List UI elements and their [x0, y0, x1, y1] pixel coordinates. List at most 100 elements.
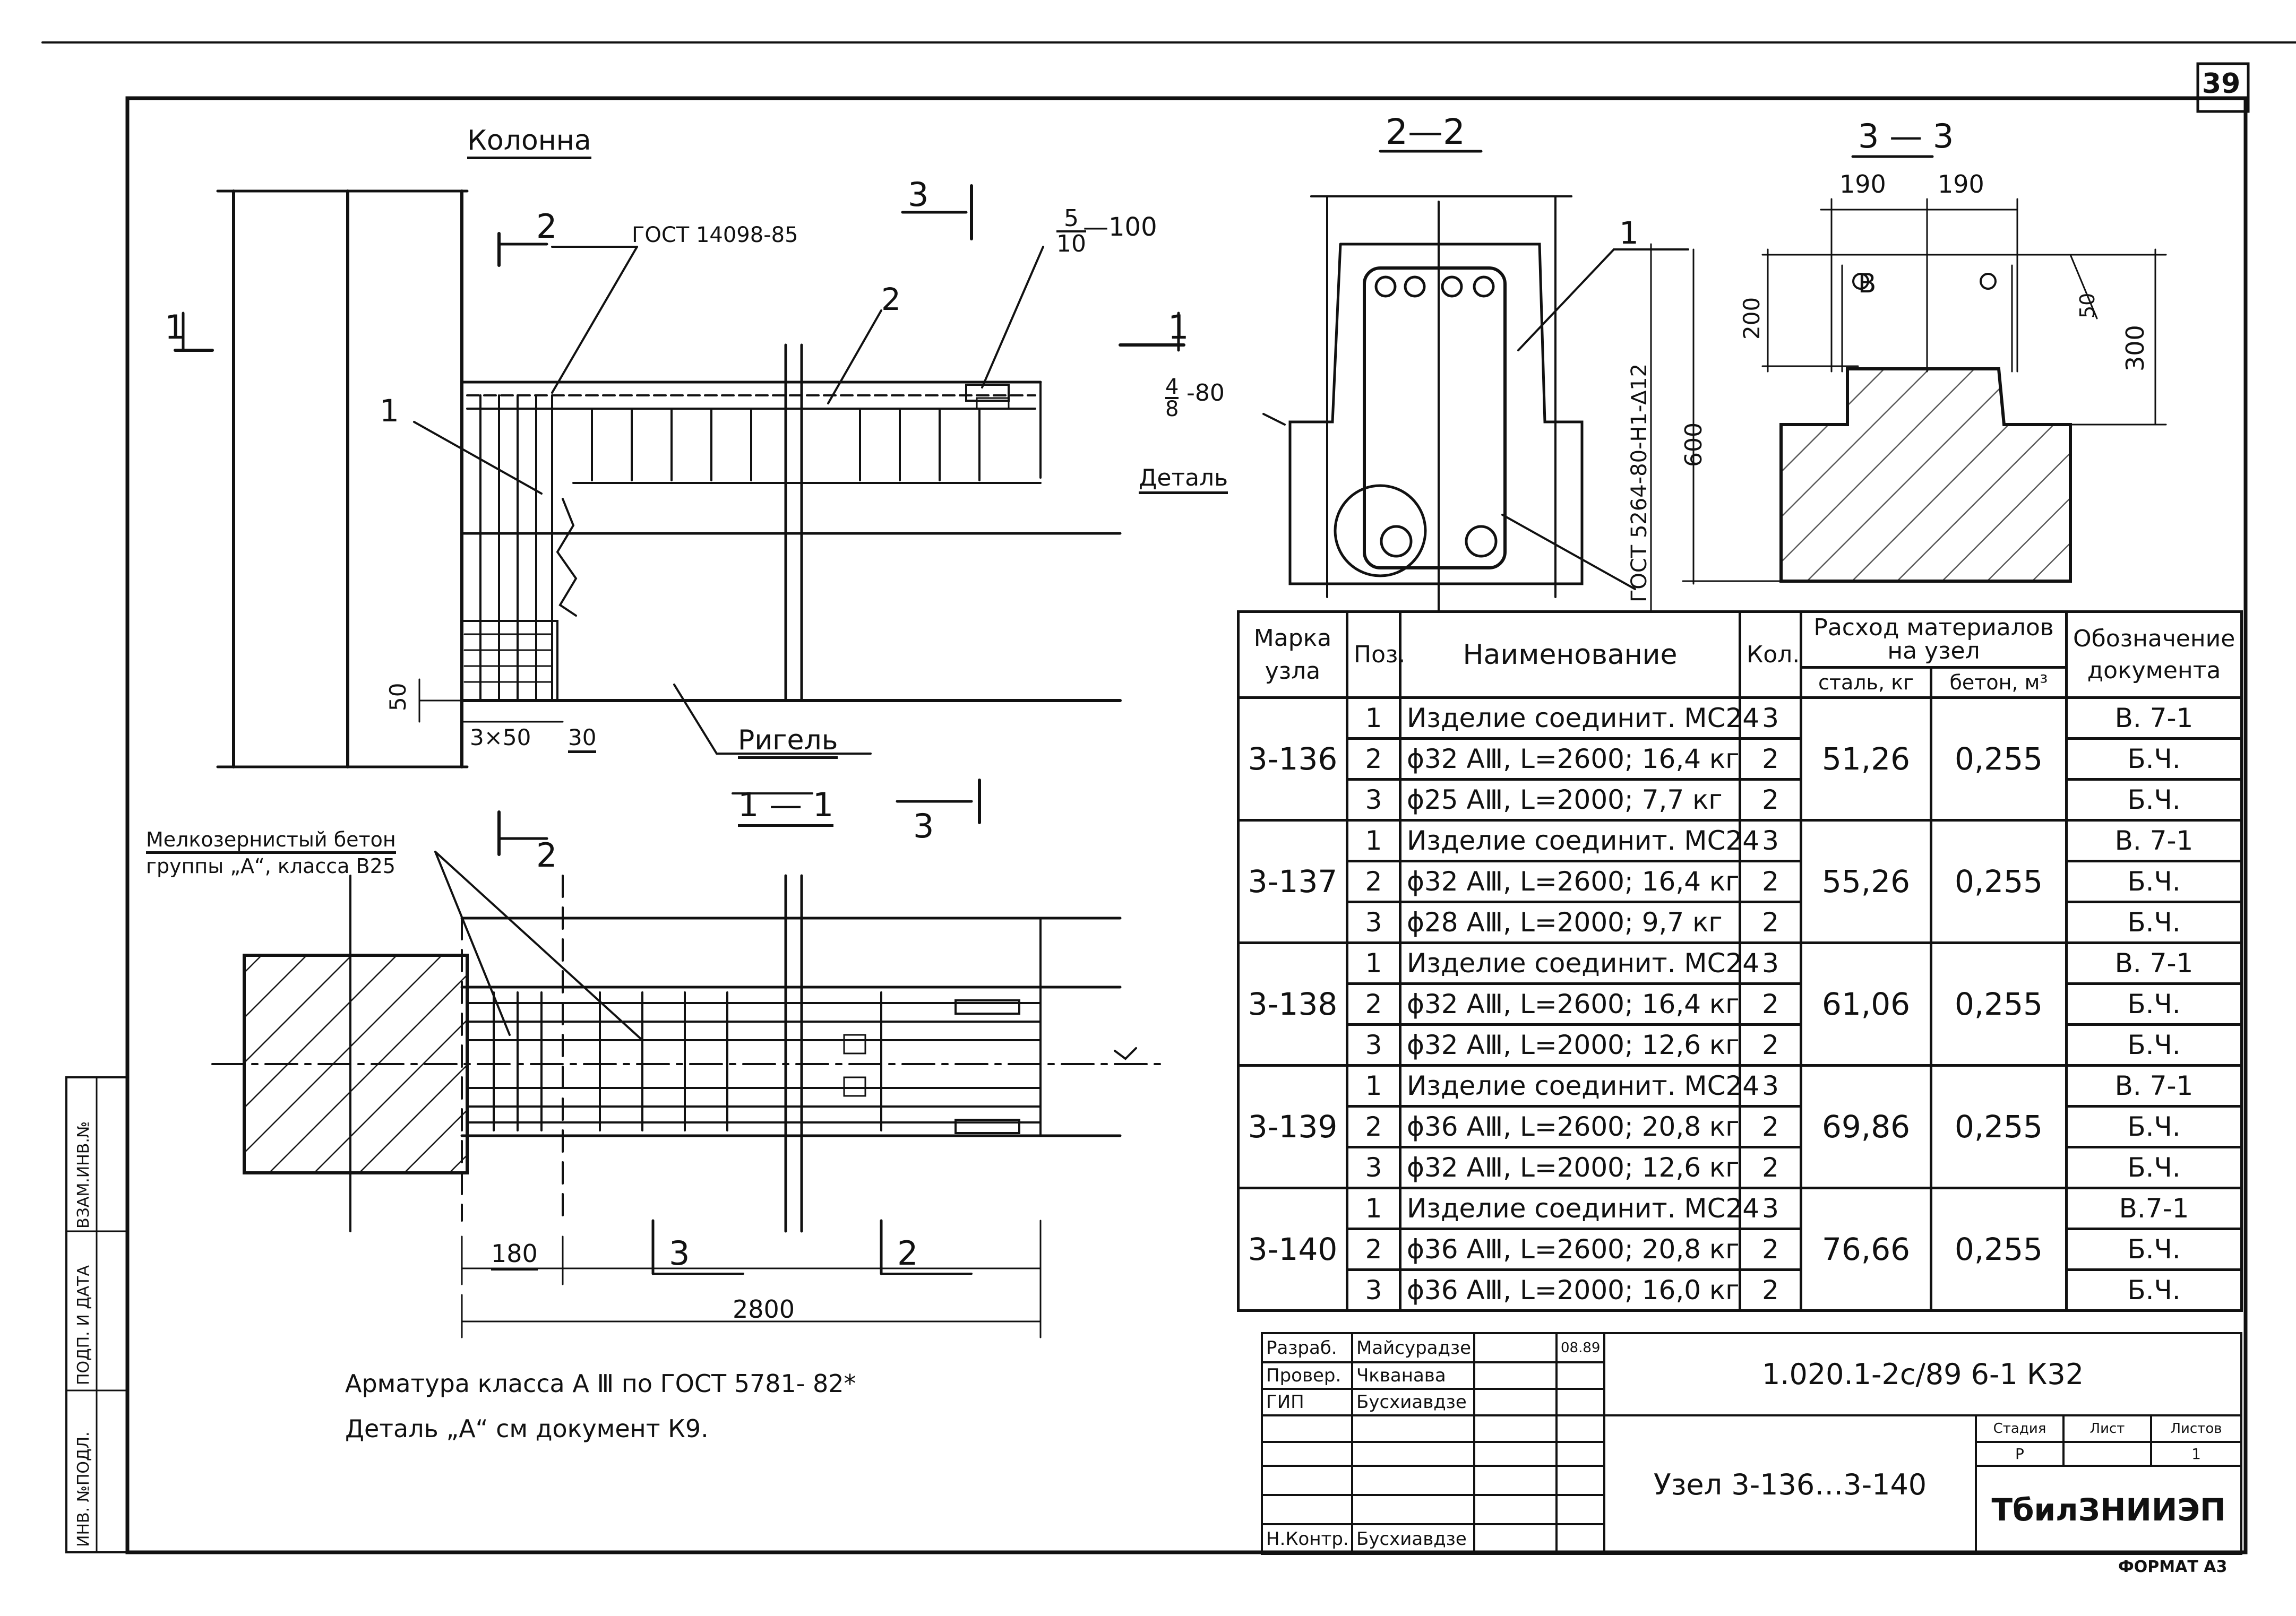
steel-mass: 69,86	[1800, 1064, 1932, 1189]
row-name: ϕ32 АⅢ, L=2600; 16,4 кг	[1399, 737, 1741, 781]
fraction-4-8: 4 8	[1165, 375, 1179, 420]
tb-date-3	[1555, 1523, 1605, 1555]
section-2-2-pos-1: 1	[1619, 215, 1639, 251]
dim-3-mark: 3	[669, 1234, 690, 1273]
row-qty: 3	[1739, 941, 1802, 985]
row-name: ϕ32 АⅢ, L=2600; 16,4 кг	[1399, 860, 1741, 903]
row-name: ϕ25 АⅢ, L=2000; 7,7 кг	[1399, 778, 1741, 822]
row-qty: 2	[1739, 778, 1802, 822]
dim-50-right: 50	[2076, 292, 2099, 318]
row-doc: В. 7-1	[2065, 819, 2243, 862]
dim-50: 50	[385, 682, 411, 711]
view-3-mark: 3	[913, 807, 934, 845]
fraction-5-10: 5 10	[1056, 207, 1086, 256]
gost-5264-label: ГОСТ 5264-80-Н1-∆12	[1627, 363, 1652, 602]
tb-code: 1.020.1-2с/89 6-1 К32	[1603, 1332, 2243, 1417]
row-qty: 2	[1739, 1228, 1802, 1271]
tb-stage-label: Стадия	[1975, 1414, 2065, 1444]
tb-name-3: Бусхиавдзе	[1351, 1523, 1475, 1555]
section-1-mark-right: 1	[1168, 308, 1189, 347]
fraction-4-8-numerator: 4	[1165, 375, 1179, 399]
tb-role-1: Провер.	[1261, 1361, 1353, 1390]
row-pos: 1	[1346, 1187, 1401, 1230]
plan-view	[174, 184, 1185, 856]
fraction-5-10-spacing: —100	[1083, 212, 1157, 242]
row-name: ϕ32 АⅢ, L=2000; 12,6 кг	[1399, 1146, 1741, 1189]
section-3-mark-top: 3	[908, 175, 929, 214]
dim-300: 300	[2121, 325, 2149, 371]
row-qty: 3	[1739, 696, 1802, 740]
dim-190-right: 190	[1938, 170, 1984, 198]
row-name: ϕ36 АⅢ, L=2600; 20,8 кг	[1399, 1228, 1741, 1271]
steel-mass: 51,26	[1800, 696, 1932, 822]
detail-label: Деталь	[1139, 464, 1228, 494]
tb-sheet-label: Лист	[2062, 1414, 2152, 1444]
row-doc: Б.Ч.	[2065, 778, 2243, 822]
steel-mass: 55,26	[1800, 819, 1932, 944]
concrete-volume: 0,255	[1930, 819, 2068, 944]
node-mark: 3-136	[1237, 696, 1348, 822]
row-pos: 3	[1346, 1268, 1401, 1312]
row-doc: Б.Ч.	[2065, 901, 2243, 944]
section-1-mark-left: 1	[165, 308, 186, 347]
row-qty: 2	[1739, 1105, 1802, 1148]
row-name: Изделие соединит. МС24	[1399, 1064, 1759, 1108]
view-1-1-title: 1 — 1	[738, 785, 834, 827]
row-name: Изделие соединит. МС24	[1399, 696, 1759, 740]
section-3-3-title: 3 — 3	[1858, 117, 1954, 155]
stamp-signature-date: ПОДП. И ДАТА	[74, 1265, 93, 1385]
row-name: Изделие соединит. МС24	[1399, 941, 1759, 985]
row-doc: Б.Ч.	[2065, 737, 2243, 781]
fraction-5-10-denominator: 10	[1056, 230, 1086, 257]
row-name: Изделие соединит. МС24	[1399, 1187, 1759, 1230]
row-qty: 2	[1739, 737, 1802, 781]
sheet-number: 39	[2202, 68, 2241, 100]
concrete-note-line-1: Мелкозернистый бетон	[146, 828, 396, 854]
row-pos: 2	[1346, 860, 1401, 903]
tb-role-2: ГИП	[1261, 1388, 1353, 1417]
section-2-2-height-600: 600	[1680, 422, 1707, 467]
column-label: Колонна	[467, 125, 591, 159]
dim-3x50: 3×50	[470, 724, 531, 750]
stamp-inv-no: ИНВ. №ПОДЛ.	[74, 1431, 93, 1547]
sheet-frame	[125, 96, 2248, 1554]
tb-sign-1	[1473, 1361, 1558, 1390]
dim-2-mark: 2	[897, 1234, 918, 1273]
dim-2800: 2800	[733, 1295, 795, 1324]
header-concrete: бетон, м³	[1930, 666, 2068, 699]
node-mark: 3-138	[1237, 941, 1348, 1067]
concrete-volume: 0,255	[1930, 941, 2068, 1067]
header-mark: Марка узла	[1237, 610, 1348, 699]
tb-date-1	[1555, 1361, 1605, 1390]
row-pos: 1	[1346, 941, 1401, 985]
concrete-volume: 0,255	[1930, 1064, 2068, 1189]
stamp-replaced-inv: ВЗАМ.ИНВ.№	[74, 1121, 93, 1229]
row-doc: В. 7-1	[2065, 941, 2243, 985]
tb-date-2	[1555, 1388, 1605, 1417]
row-pos: 3	[1346, 901, 1401, 944]
header-consumption: Расход материалов на узел	[1800, 610, 2068, 669]
row-name: ϕ32 АⅢ, L=2000; 12,6 кг	[1399, 1023, 1741, 1067]
row-qty: 3	[1739, 1187, 1802, 1230]
row-name: ϕ28 АⅢ, L=2000; 9,7 кг	[1399, 901, 1741, 944]
row-doc: В. 7-1	[2065, 1064, 2243, 1108]
concrete-note-line-2: группы „А“, класса В25	[146, 854, 395, 878]
row-doc: Б.Ч.	[2065, 1228, 2243, 1271]
row-doc: Б.Ч.	[2065, 860, 2243, 903]
tb-organization: ТбилЗНИИЭП	[1974, 1464, 2243, 1555]
dim-200: 200	[1739, 297, 1765, 340]
node-mark: 3-140	[1237, 1187, 1348, 1312]
row-pos: 1	[1346, 819, 1401, 862]
